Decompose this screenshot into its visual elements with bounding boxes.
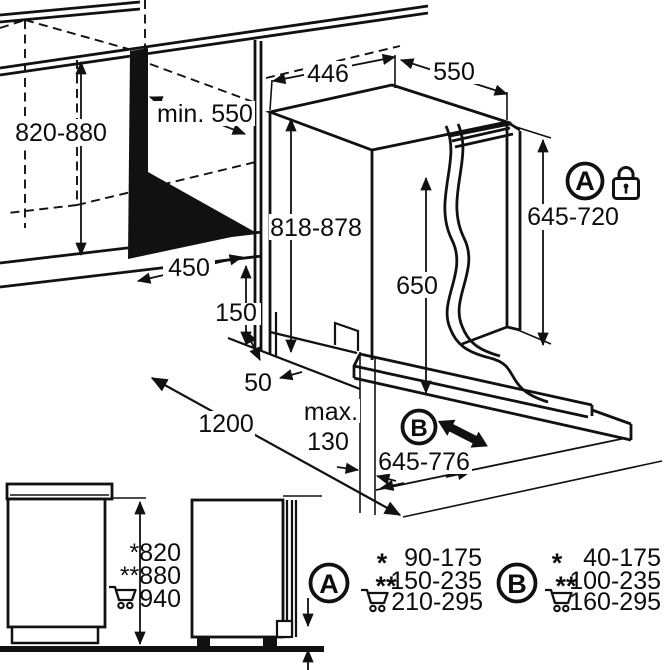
dimension-labels: 820-880 min. 550 450 446 550 818-878 650…: [15, 58, 619, 476]
legend-a: A * 90-175 ** 150-235 210-295: [308, 544, 483, 616]
slide-direction-arrow: [438, 419, 488, 448]
height-double-star-label: **880: [120, 562, 181, 590]
height-star-label: *820: [130, 539, 181, 567]
dim-appliance-height: 818-878: [270, 214, 362, 242]
dim-niche-depth: min. 550: [157, 100, 253, 128]
marker-a-letter: A: [575, 166, 595, 196]
door-break-wave-left: [443, 125, 491, 360]
legend-a-double-star-value: 150-235: [390, 567, 482, 595]
dim-door-travel: 645-776: [378, 448, 470, 476]
legend-a-star-value: 90-175: [404, 544, 482, 572]
legend-b-star-symbol: *: [552, 548, 563, 578]
dim-panel-height: 650: [396, 272, 438, 300]
dim-max-value: 130: [307, 428, 349, 456]
legend-b-double-star-value: 100-235: [569, 567, 661, 595]
marker-a: A: [565, 161, 605, 201]
door-break-wave-right: [455, 123, 501, 358]
label-backgrounds: [6, 59, 621, 474]
floor-strip: [0, 646, 324, 652]
legend-a-letter: A: [319, 569, 339, 599]
dim-clearance: 1200: [198, 410, 254, 438]
foot-right: [263, 637, 277, 646]
dim-niche-width: 450: [168, 254, 210, 282]
cabinet-side-view: [0, 482, 324, 652]
dishwasher-side-view: [190, 495, 322, 670]
dim-appliance-depth: 550: [433, 58, 475, 86]
counter-outline: [0, 0, 429, 350]
dim-plinth-gap: 50: [244, 369, 272, 397]
legend-a-star-symbol: *: [377, 548, 388, 578]
dim-niche-height: 820-880: [15, 119, 107, 147]
foot-left: [197, 637, 210, 646]
niche-opening: [128, 48, 255, 259]
dim-plinth-height: 150: [215, 299, 257, 327]
side-view-labels: *820 **880 940: [107, 539, 181, 613]
legend-b: B * 40-175 ** 100-235 160-295: [496, 544, 661, 616]
sliding-door-plate: [352, 352, 663, 518]
dishwasher-outline: [227, 83, 549, 404]
dim-door-range: 645-720: [527, 203, 619, 231]
legend-b-cart-value: 160-295: [569, 588, 661, 616]
legend-b-star-value: 40-175: [583, 544, 661, 572]
legend-b-letter: B: [507, 569, 527, 599]
padlock-icon: [612, 166, 640, 200]
dim-appliance-width: 446: [307, 60, 349, 88]
cart-icon: [107, 585, 137, 610]
height-cart-label: 940: [139, 585, 181, 613]
marker-b-letter: B: [410, 415, 427, 442]
floor-line: [402, 460, 663, 518]
dim-max-label: max.: [304, 398, 358, 426]
legend-a-cart-value: 210-295: [391, 588, 483, 616]
marker-b: B: [400, 408, 438, 446]
